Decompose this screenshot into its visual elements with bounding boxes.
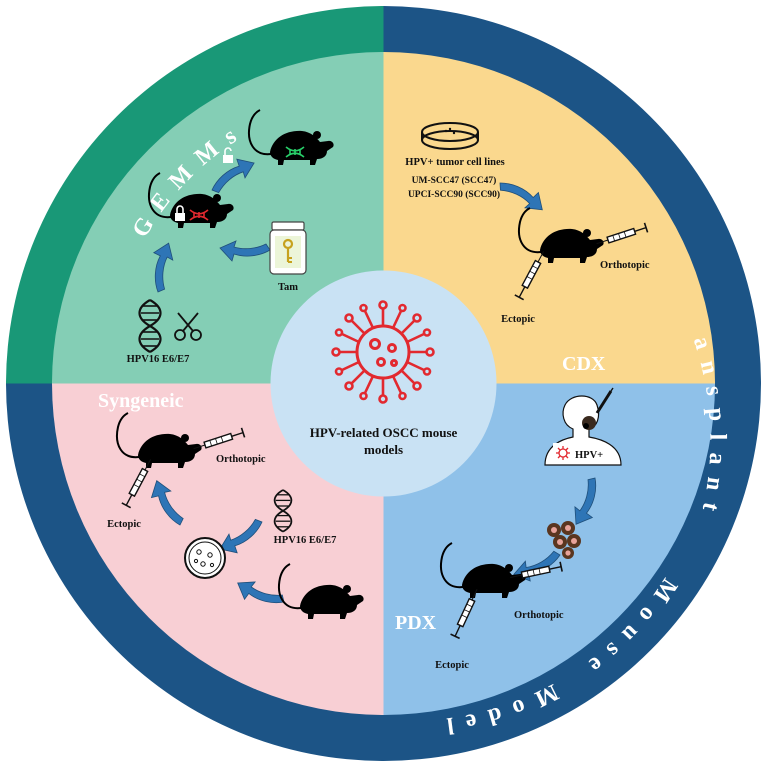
syngeneic-ectopic-label: Ectopic: [107, 519, 141, 530]
culture-dish-icon: [184, 537, 226, 579]
tamoxifen-bottle-icon: [269, 221, 307, 275]
center-title-line2: models: [364, 442, 403, 457]
lock-icon: [175, 205, 185, 221]
petri-dish-icon: [421, 122, 479, 150]
cdx-title: CDX: [562, 353, 606, 375]
pdx-hpv-label: HPV+: [575, 450, 603, 461]
unlock-icon: [223, 147, 233, 163]
cdx-orthotopic-label: Orthotopic: [600, 260, 650, 271]
tumor-fragments-icon: [547, 521, 581, 559]
scissors-icon: [174, 312, 202, 341]
pdx-title: PDX: [395, 612, 437, 634]
pdx-orthotopic-label: Orthotopic: [514, 610, 564, 621]
cdx-line1: UM-SCC47 (SCC47): [412, 175, 497, 186]
gemms-tam-label: Tam: [278, 282, 298, 293]
dna-red-icon: [189, 209, 209, 221]
center-title-line1: HPV-related OSCC mouse: [310, 425, 458, 440]
dna-green-icon: [285, 146, 305, 158]
quadrant-pdx: [383, 383, 715, 715]
syngeneic-gene-label: HPV16 E6/E7: [274, 535, 337, 546]
pdx-ectopic-label: Ectopic: [435, 660, 469, 671]
syngeneic-orthotopic-label: Orthotopic: [216, 454, 266, 465]
patient-head-icon: [544, 387, 622, 466]
syngeneic-title: Syngeneic: [98, 390, 184, 412]
quadrant-cdx: [383, 52, 715, 384]
cdx-line2: UPCI-SCC90 (SCC90): [408, 189, 500, 200]
cdx-cell-lines-label: HPV+ tumor cell lines: [405, 157, 504, 168]
virus-icon: [331, 300, 435, 404]
gemms-gene-label: HPV16 E6/E7: [127, 354, 190, 365]
cdx-ectopic-label: Ectopic: [501, 314, 535, 325]
